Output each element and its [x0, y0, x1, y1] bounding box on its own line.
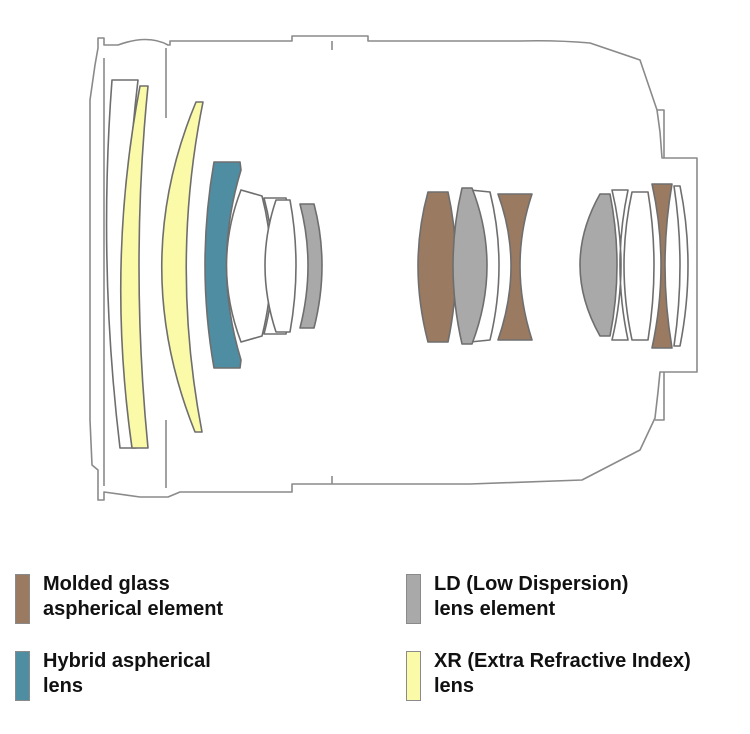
- legend-label-ld: LD (Low Dispersion) lens element: [434, 573, 629, 620]
- element-14-plain: [611, 189, 629, 341]
- element-17-plain: [673, 185, 689, 347]
- legend-swatch-xr: [406, 651, 421, 701]
- element-3-xr: [161, 101, 204, 433]
- legend-item-xr: XR (Extra Refractive Index) lens: [406, 650, 691, 701]
- element-2-xr: [119, 85, 149, 449]
- legend-swatch-molded: [15, 574, 30, 624]
- legend-label-hybrid: Hybrid aspherical lens: [43, 650, 211, 697]
- barrel-inner-wall: [103, 41, 665, 488]
- lens-barrel-outline: [89, 35, 698, 501]
- element-8-ld: [299, 203, 323, 329]
- lens-construction-diagram: [89, 35, 698, 501]
- legend-swatch-ld: [406, 574, 421, 624]
- legend-item-molded: Molded glass aspherical element: [15, 573, 224, 624]
- element-16-molded: [651, 183, 673, 349]
- legend-item-ld: LD (Low Dispersion) lens element: [406, 573, 629, 624]
- legend-label-xr: XR (Extra Refractive Index) lens: [434, 650, 691, 697]
- legend-item-hybrid: Hybrid aspherical lens: [15, 650, 211, 701]
- element-7-plain: [264, 199, 297, 333]
- element-13-ld: [579, 193, 618, 337]
- legend-swatch-hybrid: [15, 651, 30, 701]
- element-12-molded: [497, 193, 533, 341]
- element-11-ld: [452, 187, 488, 345]
- element-4-hybrid: [204, 161, 242, 369]
- element-15-plain: [623, 191, 655, 341]
- legend-label-molded: Molded glass aspherical element: [43, 573, 224, 620]
- element-9-molded: [417, 191, 457, 343]
